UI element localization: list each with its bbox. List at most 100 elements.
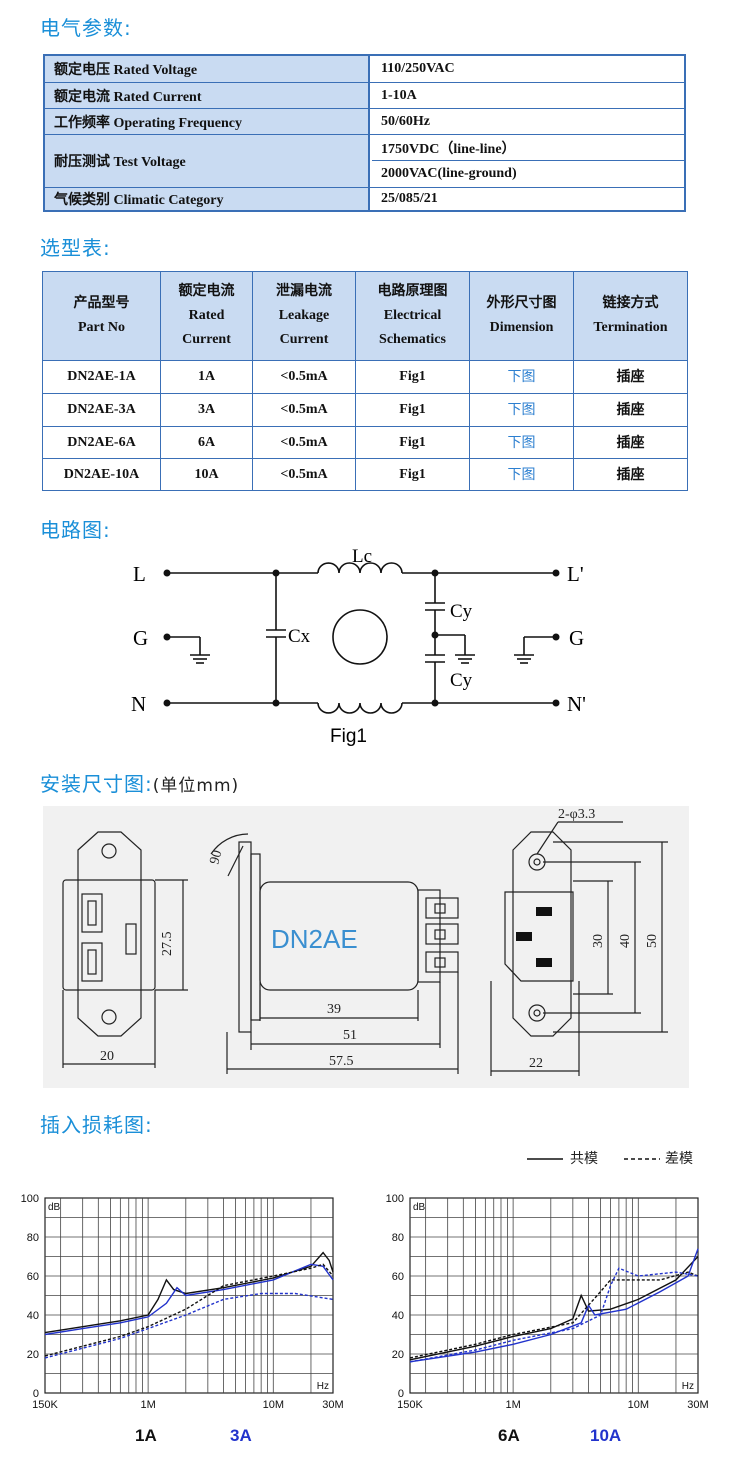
param-label: 额定电流 Rated Current [45,83,370,108]
cell-rated-current: 1A [197,369,216,384]
param-label: 气候类别 Climatic Category [45,188,370,210]
dim-angle: 90 [207,849,225,866]
param-row: 气候类别 Climatic Category 25/085/21 [45,188,684,210]
dim-width-front: 20 [100,1049,114,1064]
cell-rated-current: 3A [197,402,216,417]
cell-schematic: Fig1 [399,434,426,450]
cell-termination: 插座 [616,402,645,418]
label-Cy-top: Cy [450,601,473,622]
series-line-6a-common [409,1256,699,1361]
label-G: G [133,626,148,650]
divider [43,360,687,361]
param-label: 耐压测试 Test Voltage [45,135,370,187]
table-header [43,272,687,360]
cell-termination: 插座 [616,434,645,451]
dimension-link[interactable]: 下图 [507,402,536,418]
x-tick-label: 30M [687,1399,708,1411]
series-line-6a-differential [409,1271,699,1359]
param-label: 额定电压 Rated Voltage [45,56,370,82]
divider [45,108,684,109]
y-tick-label: 60 [392,1271,404,1283]
divider [43,458,687,459]
section-title-selection: 选型表: [40,236,111,260]
x-tick-label: 10M [628,1399,649,1411]
x-tick-label: 150K [32,1399,58,1411]
cell-leakage: <0.5mA [280,434,328,450]
dimension-link[interactable]: 下图 [507,466,536,483]
label-Cx: Cx [288,626,311,647]
cell-schematic: Fig1 [399,369,426,384]
y-tick-label: 40 [392,1310,404,1322]
x-tick-label: 150K [397,1399,423,1411]
header-leakage-current: 泄漏电流 Leakage Current [276,284,332,347]
chart-1-label-1a: 1A [135,1426,157,1445]
dim-22: 22 [529,1056,543,1071]
param-value: 50/60Hz [381,113,430,129]
chart-1-label-3a: 3A [230,1426,252,1445]
divider [45,82,684,83]
cell-leakage: <0.5mA [280,369,328,384]
cell-rated-current: 10A [194,466,219,482]
circuit-diagram: L G N L' G N' Lc Cx Cy Cy Fig1 [131,546,586,747]
x-tick-label: 10M [263,1399,284,1411]
param-value-2: 2000VAC(line-ground) [381,166,517,181]
chart-2-label-6a: 6A [498,1426,520,1445]
dim-50: 50 [645,934,660,948]
param-row: 额定电压 Rated Voltage 110/250VAC [45,56,684,82]
header-termination: 链接方式 Termination [593,296,668,335]
product-label: DN2AE [271,924,358,954]
label-Lc: Lc [352,546,372,567]
dim-51: 51 [343,1028,357,1043]
dimension-link[interactable]: 下图 [507,369,536,385]
header-rated-current: 额定电流 Rated Current [178,284,235,347]
y-axis-label: dB [48,1202,61,1213]
x-tick-label: 30M [322,1399,343,1411]
header-schematics: 电路原理图 Electrical Schematics [377,284,448,347]
section-title-dimensions: 安装尺寸图:(单位mm) [40,768,239,797]
param-row: 工作频率 Operating Frequency 50/60Hz [45,109,684,134]
divider [43,393,687,394]
cell-termination: 插座 [616,466,645,483]
cell-leakage: <0.5mA [280,466,328,482]
y-tick-label: 20 [392,1349,404,1361]
electrical-params-table: 额定电压 Rated Voltage 110/250VAC 额定电流 Rated… [43,54,686,212]
y-tick-label: 20 [27,1349,39,1361]
y-tick-label: 0 [33,1388,39,1400]
label-G-out: G [569,626,584,650]
section-title-insertion-loss: 插入损耗图: [40,1113,153,1137]
divider [355,272,356,490]
cell-schematic: Fig1 [399,402,426,417]
x-tick-label: 1M [140,1399,155,1411]
label-N-out: N' [567,692,586,716]
legend-dashed-swatch [624,1158,660,1160]
divider [43,426,687,427]
dimensions-title-text: 安装尺寸图: [40,772,153,796]
section-title-electrical: 电气参数: [40,16,132,40]
legend-common-mode: 共模 [570,1151,598,1167]
label-N: N [131,692,146,716]
divider [372,160,684,161]
param-row: 耐压测试 Test Voltage 1750VDC（line-line） 200… [45,135,684,187]
selection-table: 产品型号 Part No 额定电流 Rated Current 泄漏电流 Lea… [42,271,688,491]
cell-leakage: <0.5mA [280,402,328,417]
param-value: 1-10A [381,87,417,103]
dim-39: 39 [327,1002,341,1017]
y-tick-label: 80 [27,1232,39,1244]
header-dimension: 外形尺寸图 Dimension [486,296,557,335]
y-tick-label: 100 [386,1193,404,1205]
divider [573,272,574,490]
param-value: 1750VDC（line-line） [381,141,516,157]
dimension-link[interactable]: 下图 [507,434,536,451]
dim-40: 40 [618,934,633,948]
cell-schematic: Fig1 [399,466,426,482]
series-line-3a-differential [44,1292,334,1359]
param-value: 110/250VAC [381,61,455,76]
chart-2-label-10a: 10A [590,1426,622,1445]
param-row: 额定电流 Rated Current 1-10A [45,83,684,108]
section-title-circuit: 电路图: [40,518,111,542]
label-L: L [133,562,146,586]
y-tick-label: 40 [27,1310,39,1322]
series-line-1a-differential [44,1263,334,1357]
dimensions-unit: (单位mm) [152,776,240,796]
